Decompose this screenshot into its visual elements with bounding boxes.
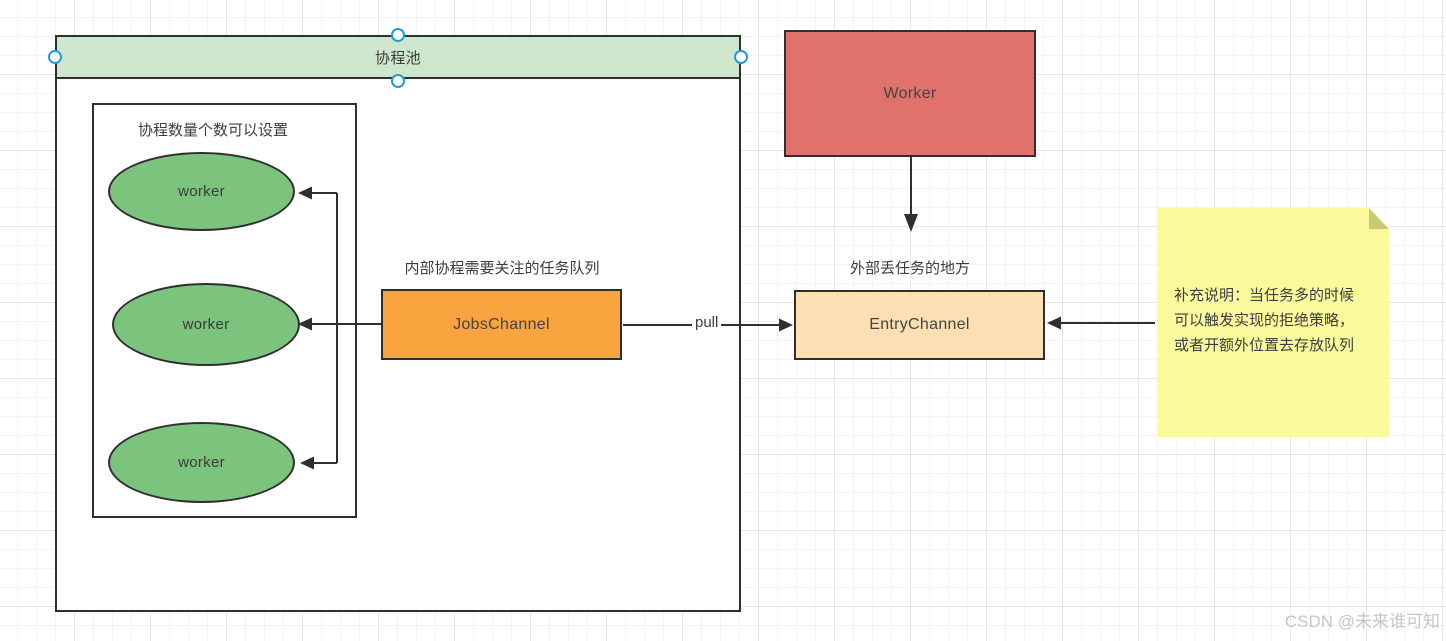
- note-line: 可以触发实现的拒绝策略，: [1174, 312, 1355, 329]
- entry-channel-box[interactable]: EntryChannel: [794, 290, 1045, 360]
- pull-edge-label[interactable]: pull: [692, 314, 722, 331]
- note-line: 补充说明：当任务多的时候: [1174, 287, 1355, 304]
- worker-ellipse-3[interactable]: worker: [108, 422, 295, 503]
- external-worker-box[interactable]: Worker: [784, 30, 1036, 157]
- worker-label: worker: [178, 454, 225, 471]
- external-worker-label: Worker: [883, 84, 937, 102]
- arrowhead-entry-left: [779, 318, 793, 332]
- jobs-channel-box[interactable]: JobsChannel: [381, 289, 622, 360]
- arrowhead-entry-top: [904, 214, 918, 232]
- coroutine-pool-title: 协程池: [375, 49, 421, 67]
- worker-label: worker: [178, 183, 225, 200]
- jobs-channel-caption[interactable]: 内部协程需要关注的任务队列: [404, 260, 600, 277]
- note-text: 补充说明：当任务多的时候 可以触发实现的拒绝策略， 或者开额外位置去存放队列: [1174, 283, 1354, 358]
- entry-channel-caption[interactable]: 外部丢任务的地方: [849, 260, 971, 277]
- sticky-note[interactable]: 补充说明：当任务多的时候 可以触发实现的拒绝策略， 或者开额外位置去存放队列: [1157, 208, 1389, 437]
- jobs-channel-label: JobsChannel: [453, 315, 550, 333]
- csdn-watermark: CSDN @未来谁可知: [1284, 612, 1440, 631]
- selection-handle-bottom[interactable]: [391, 74, 405, 88]
- selection-handle-top[interactable]: [391, 28, 405, 42]
- worker-count-label[interactable]: 协程数量个数可以设置: [137, 122, 289, 139]
- worker-ellipse-2[interactable]: worker: [112, 283, 300, 366]
- worker-ellipse-1[interactable]: worker: [108, 152, 295, 231]
- note-fold-corner-icon: [1369, 208, 1389, 229]
- coroutine-pool-header[interactable]: 协程池: [55, 35, 741, 79]
- worker-label: worker: [182, 316, 230, 333]
- entry-channel-label: EntryChannel: [869, 316, 970, 333]
- selection-handle-left[interactable]: [48, 50, 62, 64]
- note-line: 或者开额外位置去存放队列: [1174, 337, 1355, 354]
- selection-handle-right[interactable]: [734, 50, 748, 64]
- arrowhead-entry-right: [1047, 316, 1061, 330]
